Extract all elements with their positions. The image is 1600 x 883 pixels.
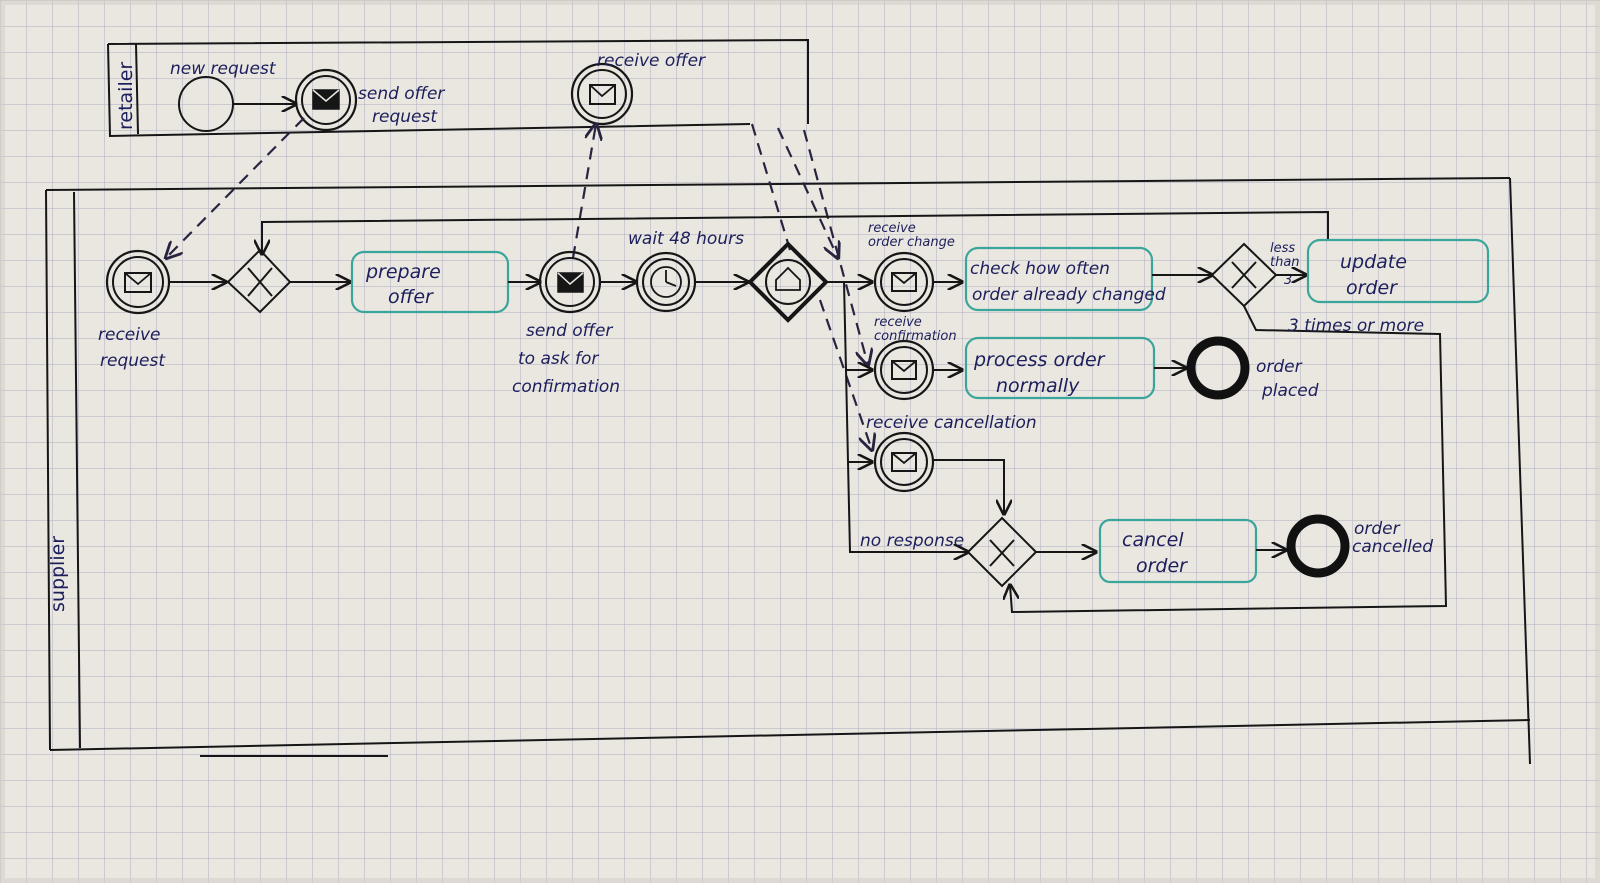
supplier-pool xyxy=(45,177,1531,765)
check-how-often-label-1: check how often xyxy=(970,259,1110,279)
flow-three-times-or-more xyxy=(1010,305,1448,614)
send-offer-request-label-2: request xyxy=(372,107,438,127)
retailer-lane-label: retailer xyxy=(115,62,137,130)
three-times-label: 3 times or more xyxy=(1288,316,1424,336)
send-offer-confirmation-event xyxy=(538,250,602,314)
envelope-icon xyxy=(589,84,616,105)
receive-cancellation-label: receive cancellation xyxy=(866,413,1037,433)
less-than-label-3: 3 xyxy=(1284,273,1292,288)
event-gateway-branches xyxy=(826,282,968,552)
send-offer-confirmation-label-2: to ask for xyxy=(518,349,599,369)
prepare-offer-label-1: prepare xyxy=(365,261,441,283)
retailer-pool xyxy=(107,38,809,138)
process-order-label-2: normally xyxy=(996,375,1080,397)
envelope-icon xyxy=(891,452,917,472)
receive-order-change-label-1: receive xyxy=(868,221,916,236)
envelope-icon xyxy=(124,272,152,293)
process-order-label-1: process order xyxy=(973,349,1106,371)
receive-offer-label: receive offer xyxy=(597,51,706,71)
check-how-often-label-2: order already changed xyxy=(972,285,1166,305)
less-than-label-2: than xyxy=(1270,255,1300,270)
merge-gateway xyxy=(226,248,292,314)
check-how-often-task xyxy=(964,246,1154,312)
less-than-label-1: less xyxy=(1270,241,1295,256)
envelope-icon xyxy=(891,272,917,292)
prepare-offer-label-2: offer xyxy=(388,286,434,308)
receive-order-change-label-2: order change xyxy=(868,235,955,250)
supplier-lane-label: supplier xyxy=(47,536,69,612)
no-response-label: no response xyxy=(860,531,964,551)
send-offer-confirmation-label-1: send offer xyxy=(526,321,613,341)
send-offer-request-label-1: send offer xyxy=(358,84,445,104)
flow-cancellation-to-gateway xyxy=(933,459,1004,514)
receive-confirmation-label-1: receive xyxy=(874,315,922,330)
update-order-label-2: order xyxy=(1346,277,1398,299)
flow-loop-back xyxy=(262,210,1329,254)
receive-order-change-event xyxy=(873,251,935,313)
order-placed-label-1: order xyxy=(1256,357,1303,377)
order-placed-label-2: placed xyxy=(1261,381,1319,401)
update-order-task xyxy=(1306,238,1490,304)
clock-icon xyxy=(650,266,682,298)
event-based-gateway xyxy=(747,241,829,323)
receive-request-label-2: request xyxy=(100,351,166,371)
order-cancelled-label-1: order xyxy=(1354,519,1401,539)
cancel-order-label-1: cancel xyxy=(1122,529,1184,551)
cancellation-gateway xyxy=(966,516,1038,588)
cancel-order-label-2: order xyxy=(1136,555,1188,577)
receive-confirmation-label-2: confirmation xyxy=(874,329,957,344)
order-cancelled-end-event xyxy=(1286,514,1350,578)
order-cancelled-label-2: cancelled xyxy=(1352,537,1433,557)
send-offer-request-event xyxy=(294,68,358,132)
envelope-icon xyxy=(891,360,917,380)
message-flows xyxy=(166,117,872,450)
new-request-label: new request xyxy=(170,59,277,79)
send-offer-confirmation-label-3: confirmation xyxy=(512,377,620,397)
order-placed-end-event xyxy=(1186,336,1250,400)
receive-request-label-1: receive xyxy=(98,325,161,345)
receive-cancellation-event xyxy=(873,431,935,493)
update-order-label-1: update xyxy=(1340,251,1407,273)
wait-timer-label: wait 48 hours xyxy=(628,229,744,249)
